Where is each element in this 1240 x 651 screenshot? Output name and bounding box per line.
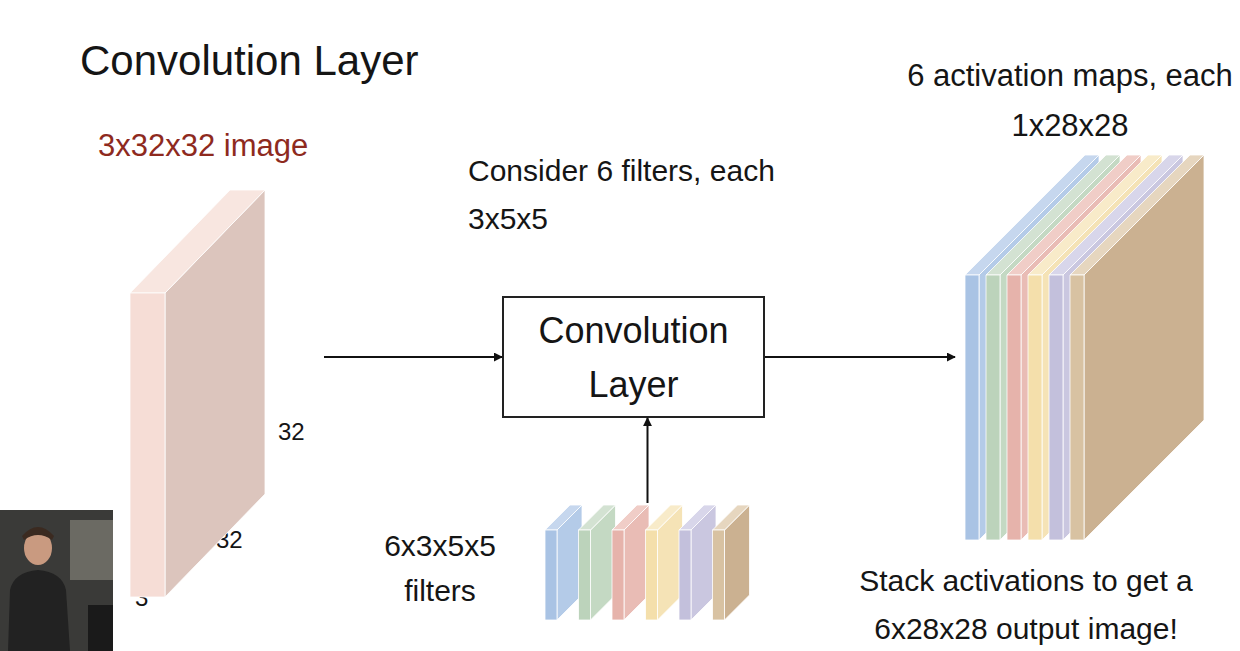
speaker-hair	[22, 527, 54, 540]
slab-top	[713, 505, 750, 530]
slab-edge	[579, 530, 591, 620]
input-image: 3x32x32 image	[128, 190, 324, 600]
node-outline	[540, 503, 755, 623]
diagram-title: Convolution Layer	[80, 36, 419, 86]
speaker-body	[8, 570, 70, 651]
slab-edge	[646, 530, 658, 620]
node-outline	[955, 155, 1210, 545]
slab-edge	[1070, 275, 1084, 540]
slab-edge	[679, 530, 691, 620]
note-text: Stack activations to get a 6x28x28 outpu…	[812, 557, 1240, 651]
webcam-wall	[70, 520, 113, 580]
slab-edge	[1007, 275, 1021, 540]
slab-top	[679, 505, 716, 530]
slab-top	[646, 505, 683, 530]
slab-edge	[1049, 275, 1063, 540]
dimension-label: 32	[278, 418, 338, 447]
node-outline	[128, 190, 324, 600]
flow-arrow	[765, 356, 955, 358]
node-heading: 6 activation maps, each 1x28x28	[895, 51, 1240, 150]
node-heading: 6x3x5x5 filters	[350, 523, 530, 613]
slab-edge	[612, 530, 624, 620]
speaker-webcam	[0, 510, 113, 651]
slab-top	[545, 505, 582, 530]
slab-group	[545, 505, 750, 620]
webcam-desk	[88, 605, 113, 651]
slab-edge	[130, 293, 165, 597]
flow-arrow	[647, 418, 649, 503]
flow-arrow	[324, 356, 502, 358]
slab-top	[612, 505, 649, 530]
box-label: Convolution Layer	[504, 304, 763, 412]
slab-top	[579, 505, 616, 530]
filter-bank: 6x3x5x5 filters	[540, 503, 755, 623]
activation-maps: 6 activation maps, each 1x28x28	[955, 155, 1210, 545]
slab-edge	[713, 530, 725, 620]
webcam-background	[0, 510, 113, 651]
slab-top	[130, 190, 265, 293]
slab-edge	[1028, 275, 1042, 540]
slab-edge	[965, 275, 979, 540]
process-box: Convolution Layer	[502, 296, 765, 418]
note-text: Consider 6 filters, each 3x5x5	[468, 147, 778, 243]
slab-group	[965, 155, 1204, 540]
node-heading: 3x32x32 image	[98, 126, 398, 166]
slab-edge	[986, 275, 1000, 540]
slab-top	[1070, 155, 1204, 275]
slab-edge	[545, 530, 557, 620]
slab-group	[130, 190, 265, 597]
